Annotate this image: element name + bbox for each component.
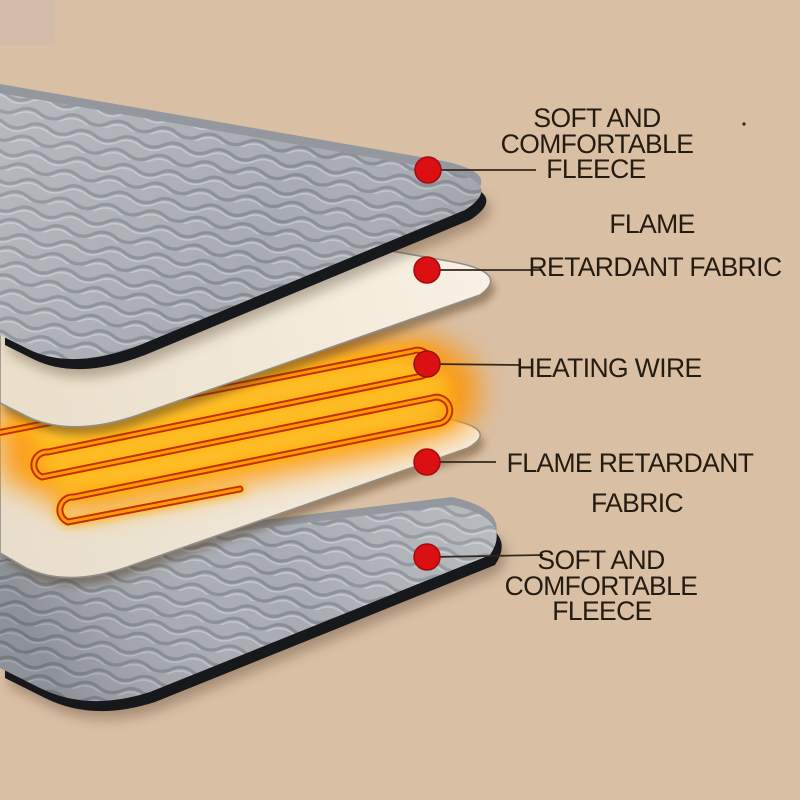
stray-speck <box>742 122 746 126</box>
leader-line <box>430 363 521 366</box>
callout-fleece-bottom: SOFT AND COMFORTABLE FLEECE <box>413 543 698 626</box>
callout-dot <box>413 256 441 284</box>
callout-label-line: FLEECE <box>552 596 652 626</box>
callout-label-line: SOFT AND <box>537 545 664 575</box>
callout-dot <box>413 543 441 571</box>
callout-label-line: HEATING WIRE <box>516 353 701 383</box>
corner-patch <box>0 0 55 45</box>
callout-label-line: SOFT AND <box>533 103 660 133</box>
callout-label-line: FLAME <box>609 209 694 239</box>
callout-dot <box>414 156 442 184</box>
fleece-top-layer <box>0 84 491 378</box>
callout-fleece-top: SOFT AND COMFORTABLE FLEECE <box>414 103 694 184</box>
callout-label-line: COMFORTABLE <box>501 129 694 159</box>
callout-label-line: FABRIC <box>591 488 684 518</box>
callout-label-line: RETARDANT FABRIC <box>529 252 782 282</box>
fleece-top-shading <box>0 93 482 360</box>
callout-label-line: COMFORTABLE <box>505 571 698 601</box>
leader-line <box>430 554 544 558</box>
callout-dot <box>413 448 441 476</box>
callout-label-line: FLAME RETARDANT <box>507 448 754 478</box>
callout-fabric-top: FLAME RETARDANT FABRIC <box>413 209 783 284</box>
callout-label-line: FLEECE <box>546 154 646 184</box>
callout-heating-wire: HEATING WIRE <box>413 350 702 383</box>
callout-dot <box>413 350 441 378</box>
callout-fabric-bottom: FLAME RETARDANT FABRIC <box>413 448 754 518</box>
